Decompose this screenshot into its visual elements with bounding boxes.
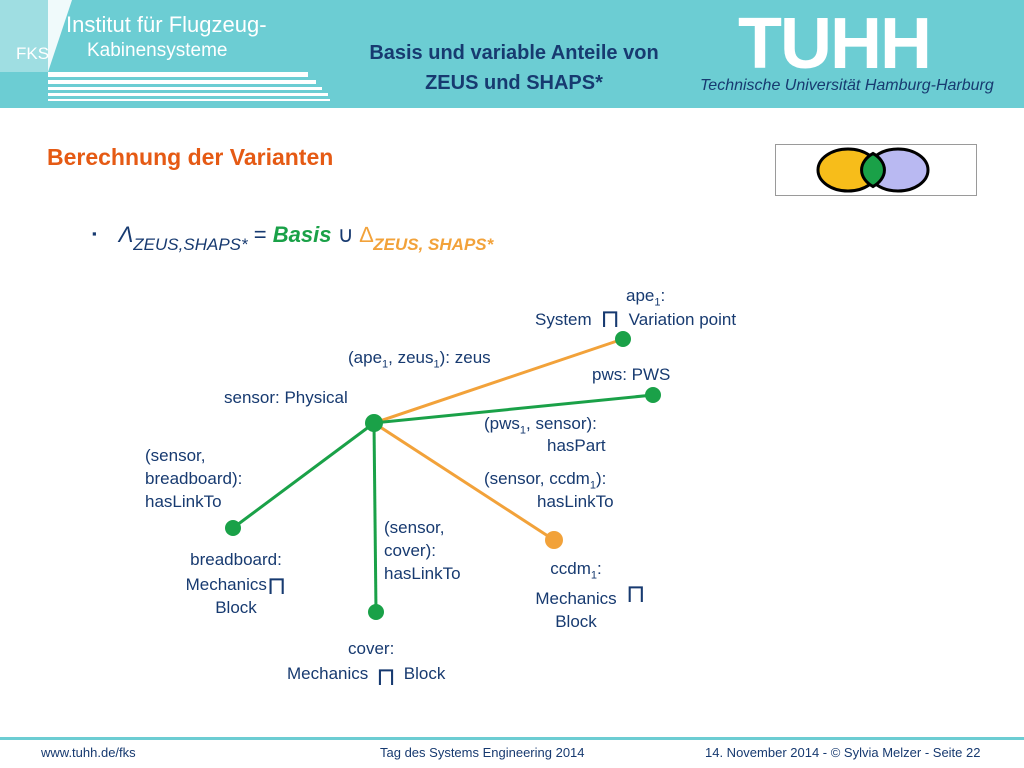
slide-title-line2: ZEUS und SHAPS* bbox=[425, 72, 603, 94]
node-ape bbox=[615, 331, 631, 347]
institute-name-line1: Institut für Flugzeug- bbox=[66, 12, 267, 37]
bullet-icon: ▪ bbox=[92, 226, 97, 241]
footer-url: www.tuhh.de/fks bbox=[41, 745, 136, 760]
node-cover-label: cover: bbox=[348, 639, 395, 658]
node-pws bbox=[645, 387, 661, 403]
formula-equals: = bbox=[253, 222, 267, 247]
university-name: Technische Universität Hamburg-Harburg bbox=[700, 77, 994, 94]
slide-title: Basis und variable Anteile von ZEUS und … bbox=[318, 38, 710, 98]
venn-diagram-box bbox=[775, 144, 977, 196]
edge-label-sensor-ccdm-type: hasLinkTo bbox=[537, 492, 614, 511]
section-heading: Berechnung der Varianten bbox=[47, 144, 334, 170]
node-sensor bbox=[365, 414, 383, 432]
node-ape-name: ape1: bbox=[626, 286, 666, 309]
edge-sensor-pws bbox=[373, 393, 654, 425]
slide-title-line1: Basis und variable Anteile von bbox=[369, 42, 659, 64]
formula-lambda: Λ bbox=[118, 222, 134, 247]
formula: ▪ ΛZEUS,SHAPS* = Basis ∪ ∆ZEUS, SHAPS* bbox=[92, 222, 493, 254]
edge-label-ape-zeus: (ape1, zeus1): zeus bbox=[348, 348, 491, 371]
edge-label-sensor-ccdm: (sensor, ccdm1): bbox=[484, 469, 607, 492]
footer-event: Tag des Systems Engineering 2014 bbox=[380, 745, 585, 760]
node-cover-type: Mechanics⊓Block bbox=[287, 663, 446, 691]
node-pws-label: pws: PWS bbox=[592, 365, 671, 384]
node-breadboard bbox=[225, 520, 241, 536]
institute-name-line2: Kabinensysteme bbox=[87, 40, 228, 61]
venn-intersection bbox=[860, 151, 886, 189]
node-breadboard-label: breadboard: Mechanics⊓ Block bbox=[185, 550, 287, 617]
edge-label-pws-sensor-type: hasPart bbox=[547, 436, 606, 455]
node-cover bbox=[368, 604, 384, 620]
header-stripe-graphic bbox=[0, 0, 330, 101]
meet-icon: ⊓ bbox=[266, 572, 287, 600]
footer-date-author-page: 14. November 2014 - © Sylvia Melzer - Se… bbox=[705, 745, 981, 760]
tuhh-logo: TUHH bbox=[738, 4, 932, 84]
formula-lambda-subscript: ZEUS,SHAPS* bbox=[133, 235, 248, 254]
meet-icon: ⊓ bbox=[376, 663, 396, 691]
node-sensor-label: sensor: Physical bbox=[224, 388, 348, 407]
node-ape-type: System ⊓ Variation point bbox=[535, 305, 737, 333]
edge-label-pws-sensor: (pws1, sensor): bbox=[484, 414, 597, 437]
node-ccdm-label: ccdm1: Mechanics Block bbox=[535, 559, 617, 632]
edge-label-sensor-breadboard: (sensor, breadboard): hasLinkTo bbox=[145, 446, 243, 511]
edge-sensor-ape bbox=[373, 337, 624, 425]
venn-diagram bbox=[816, 147, 930, 193]
footer-divider bbox=[0, 737, 1024, 740]
formula-basis: Basis bbox=[272, 222, 332, 247]
edge-label-sensor-cover: (sensor, cover): hasLinkTo bbox=[384, 518, 461, 583]
institute-short-label: FKS bbox=[16, 44, 50, 63]
meet-icon: ⊓ bbox=[600, 305, 620, 333]
edge-sensor-breadboard bbox=[232, 421, 375, 530]
meet-icon: ⊓ bbox=[626, 580, 646, 608]
formula-delta-subscript: ZEUS, SHAPS* bbox=[373, 235, 494, 254]
formula-delta: ∆ bbox=[359, 222, 374, 247]
formula-union: ∪ bbox=[337, 222, 354, 247]
node-ccdm bbox=[545, 531, 563, 549]
edge-sensor-ccdm bbox=[373, 421, 555, 542]
edge-sensor-cover bbox=[372, 422, 378, 613]
